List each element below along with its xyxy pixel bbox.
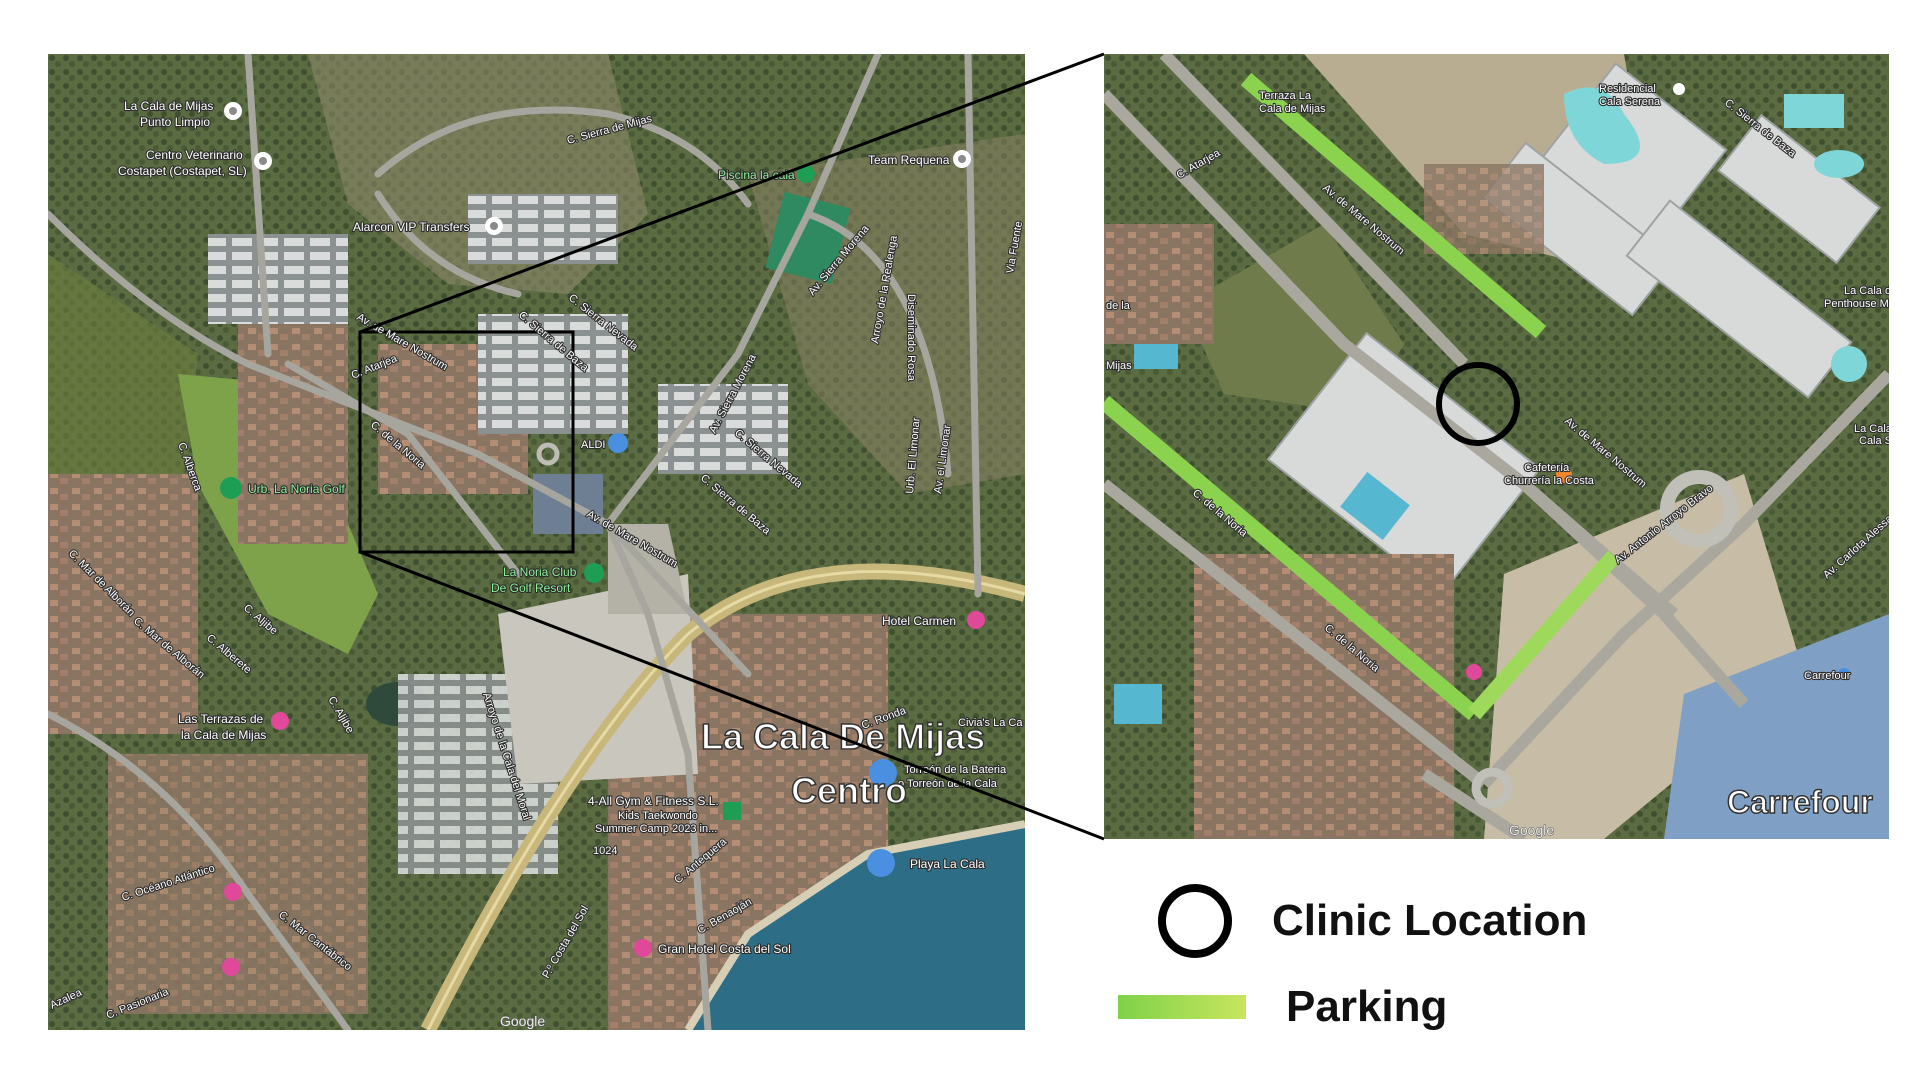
zoom-label-residencial-1: Residencial (1599, 83, 1656, 95)
label-vet-1: Centro Veterinario (146, 148, 243, 162)
label-gran-hotel: Gran Hotel Costa del Sol (658, 942, 791, 956)
zoom-map-canvas: Terraza La Cala de Mijas Residencial Cal… (1104, 54, 1889, 839)
label-urb-noria: Urb. La Noria Golf (248, 482, 345, 496)
label-gym-2b: Summer Camp 2023 in... (595, 823, 717, 835)
label-terrazas-1: Las Terrazas de (178, 712, 263, 726)
legend-parking-label: Parking (1286, 982, 1448, 1031)
label-limonar: Av. el Limonar (932, 424, 954, 495)
label-vet-2: Costapet (Costapet, SL) (118, 164, 247, 178)
zoom-label-residencial-2: Cala Serena (1599, 96, 1661, 108)
map-legend: Clinic Location Parking (1118, 872, 1678, 1052)
label-benaojan: C. Benaoján (696, 896, 754, 937)
zoom-label-penthouse-1: La Cala de (1844, 285, 1889, 297)
label-oceano: C. Océano Atlántico (120, 862, 216, 903)
zoom-label-terraza-1: Terraza La (1259, 90, 1312, 102)
center-label-2: Centro (791, 770, 907, 811)
legend-clinic-row: Clinic Location (1158, 884, 1587, 958)
clinic-marker (1436, 362, 1520, 446)
label-mar-alboran-1: C. Mar de Alborán (66, 548, 137, 619)
label-torreon-2: o Torreón de la Cala (898, 778, 998, 790)
label-sierra-nevada-2: C. Sierra Nevada (732, 427, 805, 491)
overview-map[interactable]: La Cala de Mijas Punto Limpio Centro Vet… (48, 54, 1025, 1030)
label-hotel-carmen: Hotel Carmen (882, 614, 956, 628)
label-mar-cantabrico: C. Mar Cantábrico (276, 909, 354, 973)
legend-parking-row: Parking (1118, 982, 1447, 1032)
zoom-label-cala-right2: Cala Sol (1859, 435, 1889, 447)
zoom-label-carrefour-small: Carrefour (1804, 670, 1851, 682)
legend-parking-bar-icon (1118, 995, 1246, 1019)
zoom-label-cala-right: La Cala (1854, 423, 1889, 435)
label-noria-club-1: La Noria Club (503, 565, 577, 579)
label-arroyo-moral: Arroyo de la Cala del Moral (480, 691, 533, 821)
label-punto-limpio-1: La Cala de Mijas (124, 99, 213, 113)
label-sierra-morena-1: Av. Sierra Morena (806, 222, 872, 298)
label-piscina: Piscina la cala (718, 168, 795, 182)
label-costa-sol: P.º Costa del Sol (540, 904, 591, 981)
label-sierra-baza-2: C. Sierra de Baza (698, 472, 773, 538)
label-antequera: C. Antequera (672, 835, 730, 886)
legend-clinic-circle-icon (1158, 884, 1232, 958)
label-terrazas-2: la Cala de Mijas (181, 728, 266, 742)
label-aljibe-2: C. Aljibe (325, 695, 356, 736)
label-urb-limonar: Urb. El Limonar (904, 417, 923, 495)
label-punto-limpio-2: Punto Limpio (140, 115, 210, 129)
center-label-1: La Cala De Mijas (701, 716, 985, 757)
overview-map-labels: La Cala de Mijas Punto Limpio Centro Vet… (48, 98, 1025, 1030)
zoom-map[interactable]: Terraza La Cala de Mijas Residencial Cal… (1104, 54, 1889, 839)
label-aljibe: C. Aljibe (241, 602, 280, 637)
zoom-label-penthouse-2: Penthouse Mijas (1824, 298, 1889, 310)
zoom-label-mijas-left: de la (1106, 300, 1131, 312)
legend-clinic-label: Clinic Location (1272, 896, 1588, 945)
label-arroyo-realenga: Arroyo de la Realenga (869, 234, 900, 345)
label-sierra-morena-2: Av. Sierra Morena (707, 352, 759, 436)
label-sierra-nevada-1: C. Sierra Nevada (566, 292, 641, 354)
label-sierra-baza-1: C. Sierra de Baza (516, 309, 591, 375)
label-mare-nostrum-2: Av. de Mare Nostrum (585, 508, 680, 570)
zoom-label-terraza-2: Cala de Mijas (1259, 103, 1326, 115)
google-attribution: Google (500, 1013, 545, 1029)
label-azalea: Azalea (48, 986, 84, 1011)
label-road-1024: 1024 (593, 845, 617, 857)
label-alarcon: Alarcon VIP Transfers (353, 220, 470, 234)
zoom-label-carrefour-big: Carrefour (1727, 784, 1873, 820)
zoom-label-cafeteria-1: Cafetería (1524, 462, 1570, 474)
label-mar-alboran-2: C. Mar de Alborán (131, 615, 207, 681)
label-team-requena: Team Requena (868, 153, 950, 167)
label-sierra-mijas: C. Sierra de Mijas (566, 113, 654, 147)
label-gym-1: 4-All Gym & Fitness S.L. (588, 794, 719, 808)
zoom-google-attribution: Google (1509, 822, 1554, 838)
label-gym-2: Kids Taekwondo (618, 810, 698, 822)
label-alberete: C. Alberete (204, 632, 253, 676)
zoom-label-cafeteria-2: Churrería la Costa (1504, 475, 1595, 487)
label-atarjea: C. Atarjea (350, 352, 400, 382)
label-pasionaria: C. Pasionaria (105, 986, 172, 1022)
label-via-fuente: Via Fuente (1004, 220, 1025, 274)
label-aldi: ALDI (581, 439, 605, 451)
label-diseminado-rosa: Diseminado Rosa (905, 294, 917, 382)
label-alberca: C. Alberca (175, 441, 204, 494)
label-noria-club-2: De Golf Resort (491, 581, 571, 595)
label-torreon-1: Torreón de la Bateria (904, 764, 1007, 776)
label-playa: Playa La Cala (910, 857, 985, 871)
parking-lines (1104, 72, 1620, 721)
label-noria: C. de la Noria (368, 419, 428, 472)
zoom-label-mijas-left2: Mijas (1106, 360, 1132, 372)
